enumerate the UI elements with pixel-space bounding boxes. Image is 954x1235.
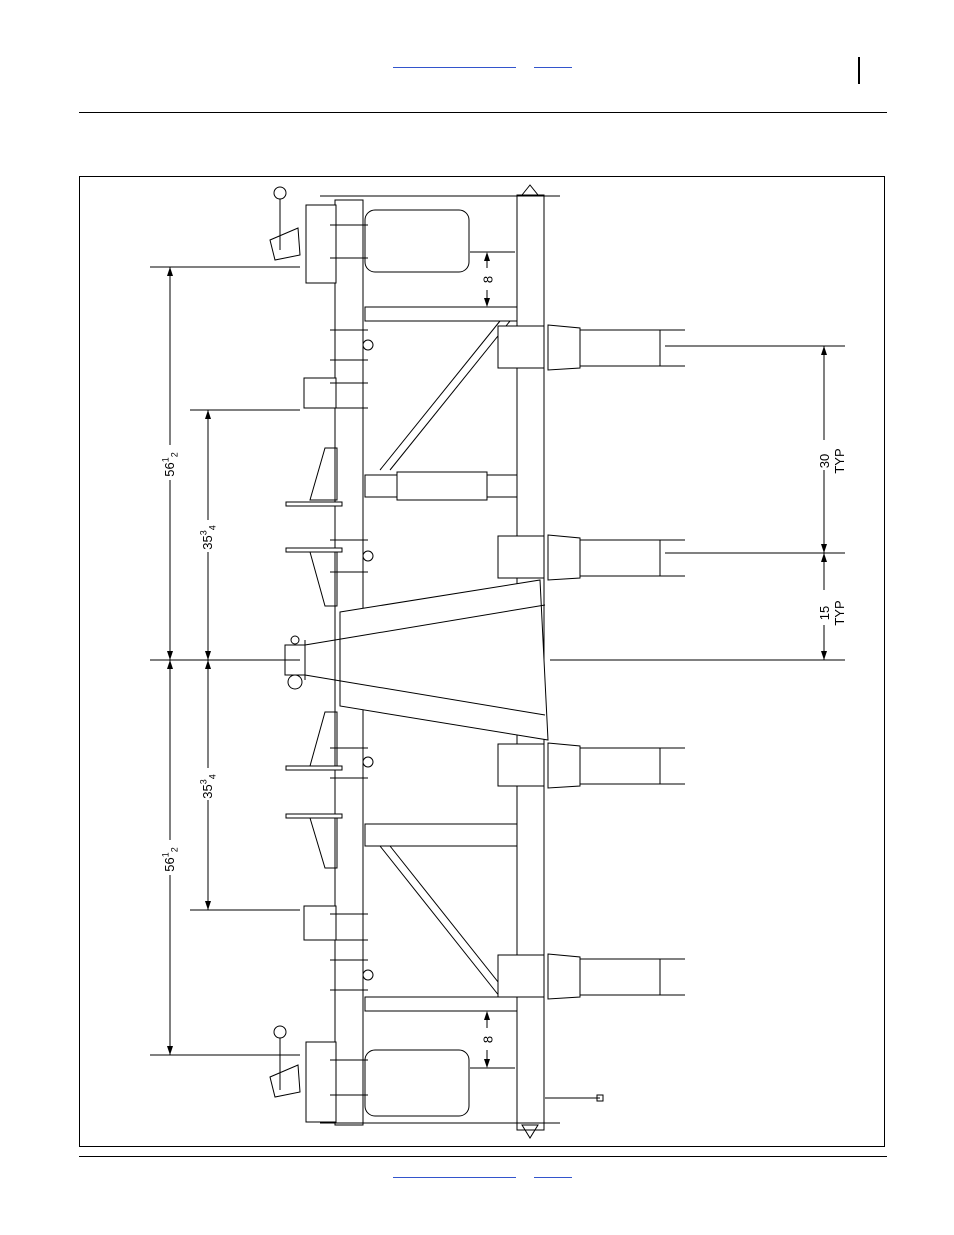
footer-link-2[interactable]	[534, 1177, 572, 1178]
row-unit-3	[498, 743, 685, 788]
gauge-wheel-bottom	[365, 1050, 469, 1116]
dimension-label-1: 5612	[161, 444, 180, 484]
row-unit-2	[498, 535, 685, 580]
dimension-label-6: 8	[481, 1030, 496, 1050]
center-hitch	[340, 580, 548, 740]
dimension-label-4: 5612	[161, 839, 180, 879]
dimension-label-2: 3534	[199, 517, 218, 557]
footer-rule	[79, 1156, 887, 1157]
gauge-wheel-top	[365, 210, 469, 272]
row-unit-1	[498, 325, 685, 370]
footer-link-1[interactable]	[393, 1177, 516, 1178]
row-unit-4	[498, 954, 685, 999]
dimension-label-5: 8	[481, 270, 496, 290]
dimension-label-3: 3534	[199, 766, 218, 806]
dimension-lines-left	[150, 267, 300, 1055]
